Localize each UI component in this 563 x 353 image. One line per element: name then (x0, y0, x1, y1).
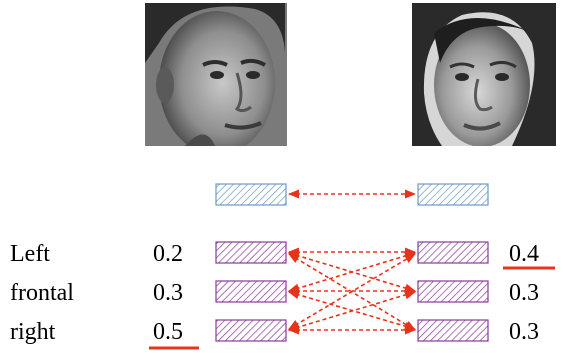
pose-label-right: right (10, 319, 56, 345)
right-face-photo (412, 3, 556, 146)
pose-label-frontal: frontal (10, 280, 74, 306)
pose-box-left-1 (215, 280, 287, 303)
left-value-left: 0.2 (153, 241, 183, 267)
left-value-right: 0.5 (153, 319, 183, 345)
right-value-right: 0.3 (509, 319, 539, 345)
pose-box-right-1 (417, 280, 489, 303)
pose-box-right-0 (417, 241, 489, 264)
global-box-left (215, 183, 287, 206)
pose-box-left-2 (215, 319, 287, 342)
right-value-left: 0.4 (509, 241, 539, 267)
pose-match-arrows (287, 247, 417, 335)
global-box-right (417, 183, 489, 206)
right-value-frontal: 0.3 (509, 280, 539, 306)
left-value-frontal: 0.3 (153, 280, 183, 306)
arrow-2-1 (287, 290, 417, 332)
left-face-photo (145, 3, 287, 146)
pose-box-right-2 (417, 319, 489, 342)
pose-box-left-0 (215, 241, 287, 264)
pose-label-left: Left (10, 241, 50, 267)
arrow-1-0 (287, 251, 417, 293)
